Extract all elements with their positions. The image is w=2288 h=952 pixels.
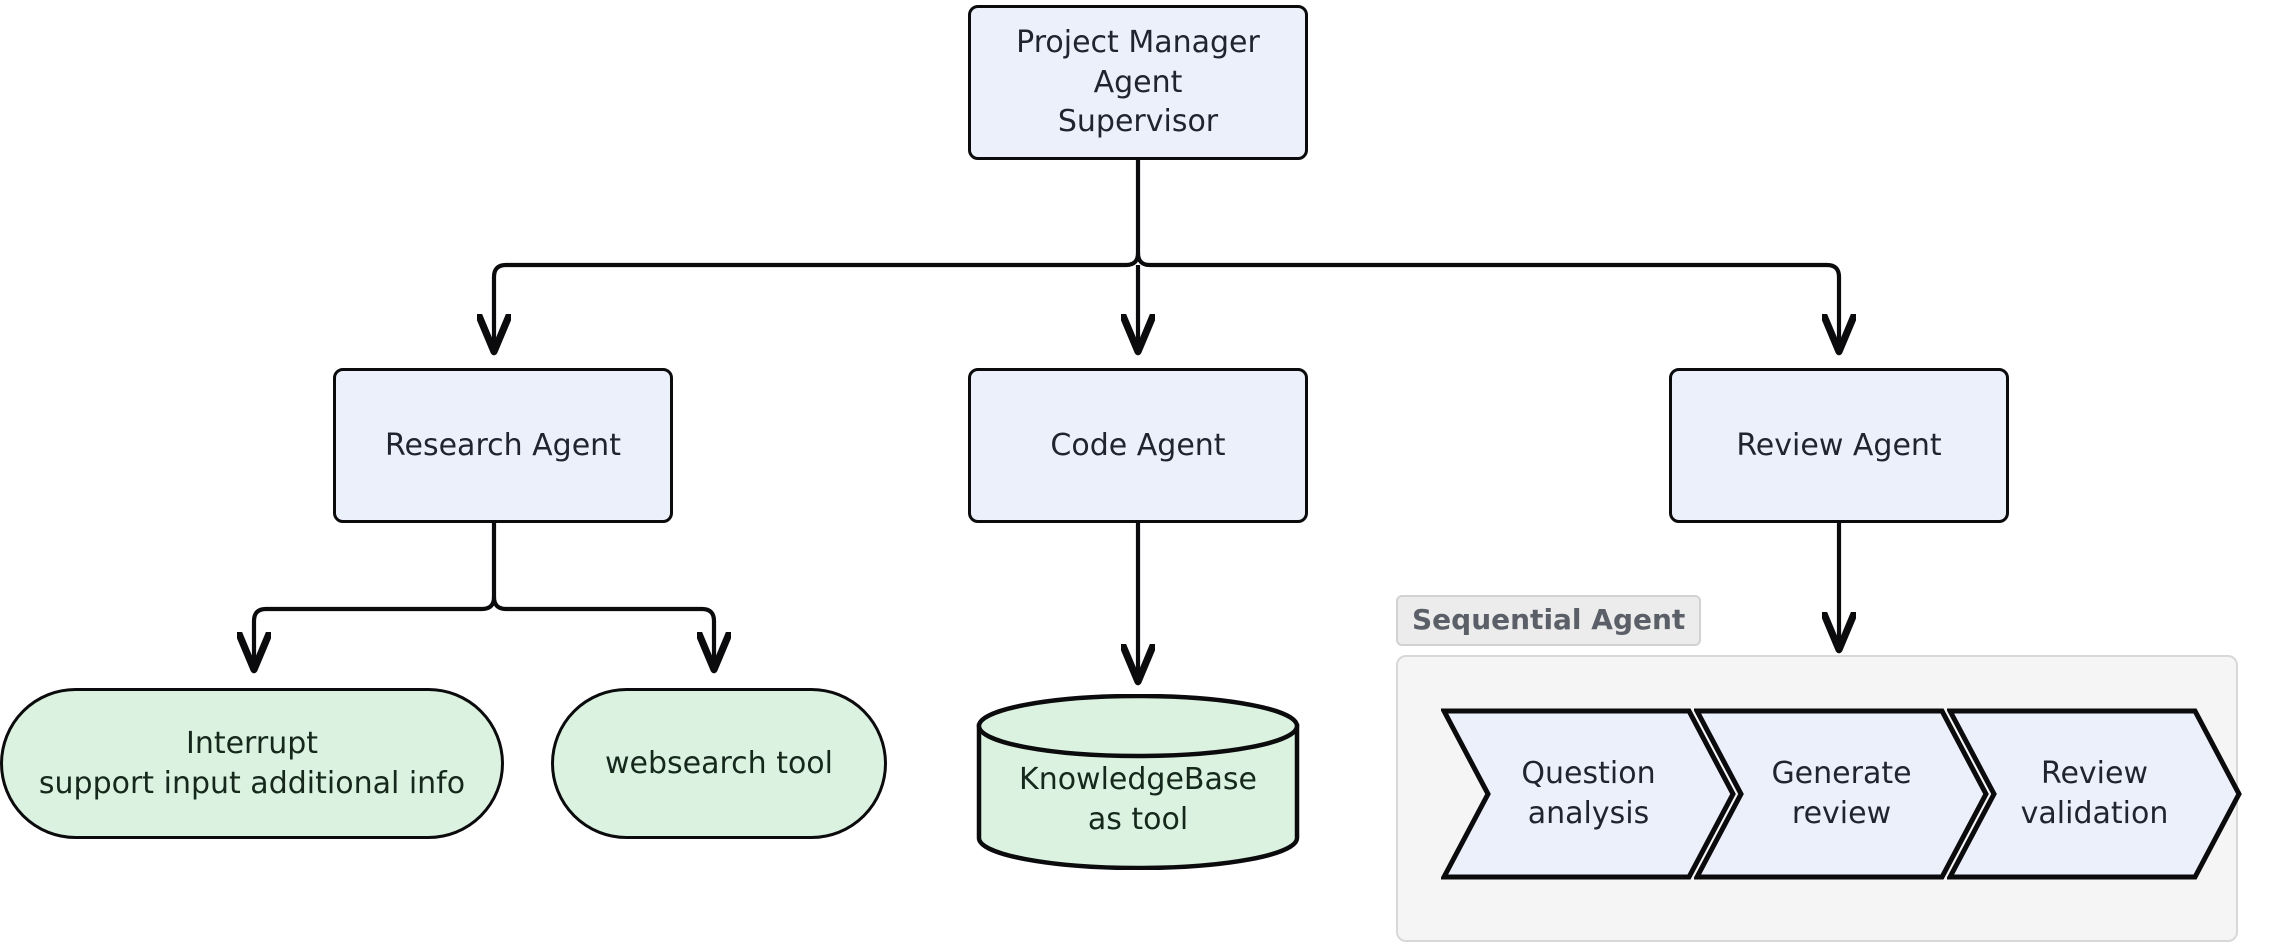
node-websearch-tool[interactable]: websearch tool — [551, 688, 887, 839]
edge-research-to-interrupt — [254, 596, 497, 668]
node-knowledgebase[interactable]: KnowledgeBase as tool — [975, 694, 1301, 870]
edge-supervisor-to-review — [1135, 252, 1839, 350]
node-supervisor[interactable]: Project Manager Agent Supervisor — [968, 5, 1308, 160]
node-code-agent[interactable]: Code Agent — [968, 368, 1308, 523]
step-review-validation[interactable]: Review validation — [1947, 708, 2242, 880]
node-interrupt[interactable]: Interrupt support input additional info — [0, 688, 504, 839]
step-generate-review[interactable]: Generate review — [1694, 708, 1989, 880]
sequential-agent-label: Sequential Agent — [1396, 595, 1702, 646]
step-question-analysis[interactable]: Question analysis — [1441, 708, 1736, 880]
node-review-agent[interactable]: Review Agent — [1669, 368, 2009, 523]
edge-research-to-websearch — [491, 596, 714, 668]
node-research-agent[interactable]: Research Agent — [333, 368, 673, 523]
edge-supervisor-to-research — [494, 252, 1141, 350]
